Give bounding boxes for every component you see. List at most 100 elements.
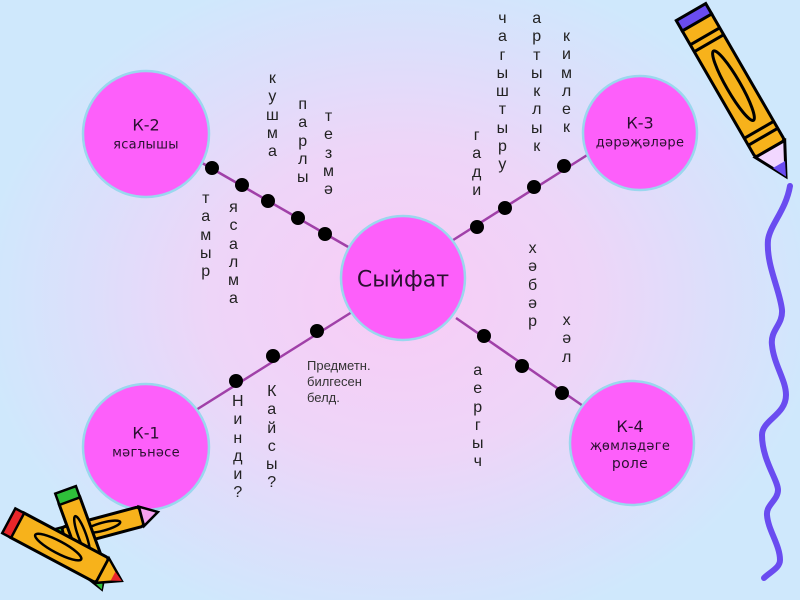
branch-dot	[555, 386, 569, 400]
word-letter: ш	[266, 106, 279, 124]
word-letter: ә	[324, 181, 333, 199]
word-letter: р	[532, 28, 542, 46]
word-letter: т	[202, 190, 210, 207]
word-letter: е	[324, 126, 333, 144]
branch-dot	[266, 349, 280, 363]
branch-dot	[310, 324, 324, 338]
word-letter: с	[267, 437, 276, 455]
word-letter: т	[498, 101, 507, 119]
word-letter: м	[266, 124, 278, 142]
center-node	[339, 214, 467, 342]
dots-k4	[477, 329, 569, 400]
branch-dot	[470, 220, 484, 234]
word-letter: ы	[531, 64, 543, 82]
word-letter: ы	[496, 64, 509, 82]
word-letter: т	[324, 108, 333, 125]
node-k3-label: К-3 дәрәҗәләре	[596, 112, 685, 151]
word-letter: п	[298, 96, 308, 113]
word-letter: м	[561, 64, 572, 82]
word-letter: р	[298, 132, 308, 150]
word-letter: а	[497, 28, 507, 46]
node-k3-code: К-3	[626, 113, 654, 133]
word-letter: р	[497, 138, 507, 156]
word-letter: ә	[562, 330, 572, 348]
word-letter: х	[528, 240, 537, 257]
word-letter: ы	[200, 244, 212, 262]
word-letter: д	[472, 163, 482, 181]
branch-dot	[229, 374, 243, 388]
word-letter: й	[267, 419, 277, 437]
word-letter: ?	[267, 474, 277, 492]
branch-dot	[498, 201, 512, 215]
word-letter: ы	[266, 456, 278, 474]
word-letter: ә	[528, 294, 538, 312]
node-k3	[581, 74, 699, 192]
branch-dot	[557, 159, 571, 173]
center-node-label: Сыйфат	[356, 267, 450, 293]
word-letter: л	[298, 150, 308, 168]
branch-dot	[205, 161, 219, 175]
node-k4-code: К-4	[616, 416, 644, 436]
word-letter: а	[298, 114, 308, 132]
branch-dot	[261, 194, 275, 208]
word-letter: я	[229, 199, 238, 216]
word-letter: г	[473, 127, 480, 144]
word-letter: К	[267, 383, 277, 400]
word-letter: е	[473, 380, 483, 398]
word-letter: л	[561, 82, 572, 100]
word-letter: и	[562, 46, 571, 64]
word-letter: л	[532, 101, 542, 119]
word-letter: а	[201, 208, 211, 226]
word-letter: к	[563, 28, 570, 45]
word-letter: а	[267, 143, 277, 161]
word-letter: р	[528, 313, 538, 331]
pencil-icon	[674, 1, 788, 180]
squiggle-line	[758, 183, 793, 581]
word-letter: р	[473, 398, 483, 416]
word-letter: н	[233, 429, 243, 447]
node-k1-label: К-1 мәгънәсе	[112, 422, 180, 461]
word-letter: ч	[498, 10, 507, 27]
word-letter: и	[472, 181, 482, 199]
word-letter: ы	[472, 435, 484, 453]
word-letter: ә	[528, 258, 538, 276]
word-letter: т	[533, 46, 541, 64]
word-letter: к	[268, 70, 276, 87]
word-letter: ы	[496, 119, 509, 137]
word-letter: к	[563, 119, 570, 137]
word-letter: Н	[232, 393, 244, 410]
word-letter: м	[200, 226, 212, 244]
node-k4	[568, 379, 696, 507]
word-letter: р	[201, 263, 211, 281]
word-letter: х	[562, 312, 571, 329]
dots-k2	[205, 161, 332, 241]
word-letter: а	[532, 10, 542, 27]
word-letter: и	[233, 466, 243, 484]
word-letter: л	[562, 348, 572, 366]
dots-k3	[470, 159, 571, 234]
node-k2	[81, 69, 211, 199]
node-k4-desc-line1: җөмләдәге	[589, 438, 671, 454]
branch-dot	[477, 329, 491, 343]
word-letter: з	[324, 144, 333, 162]
crayons-icon	[0, 484, 161, 592]
word-letter: ы	[531, 119, 543, 137]
word-letter: д	[233, 447, 243, 465]
word-letter: л	[228, 253, 239, 271]
word-letter: к	[533, 138, 541, 156]
node-k3-desc: дәрәҗәләре	[595, 135, 685, 151]
dots-k1	[229, 324, 324, 388]
node-k2-desc: ясалышы	[113, 137, 179, 153]
word-letter: к	[533, 83, 541, 101]
